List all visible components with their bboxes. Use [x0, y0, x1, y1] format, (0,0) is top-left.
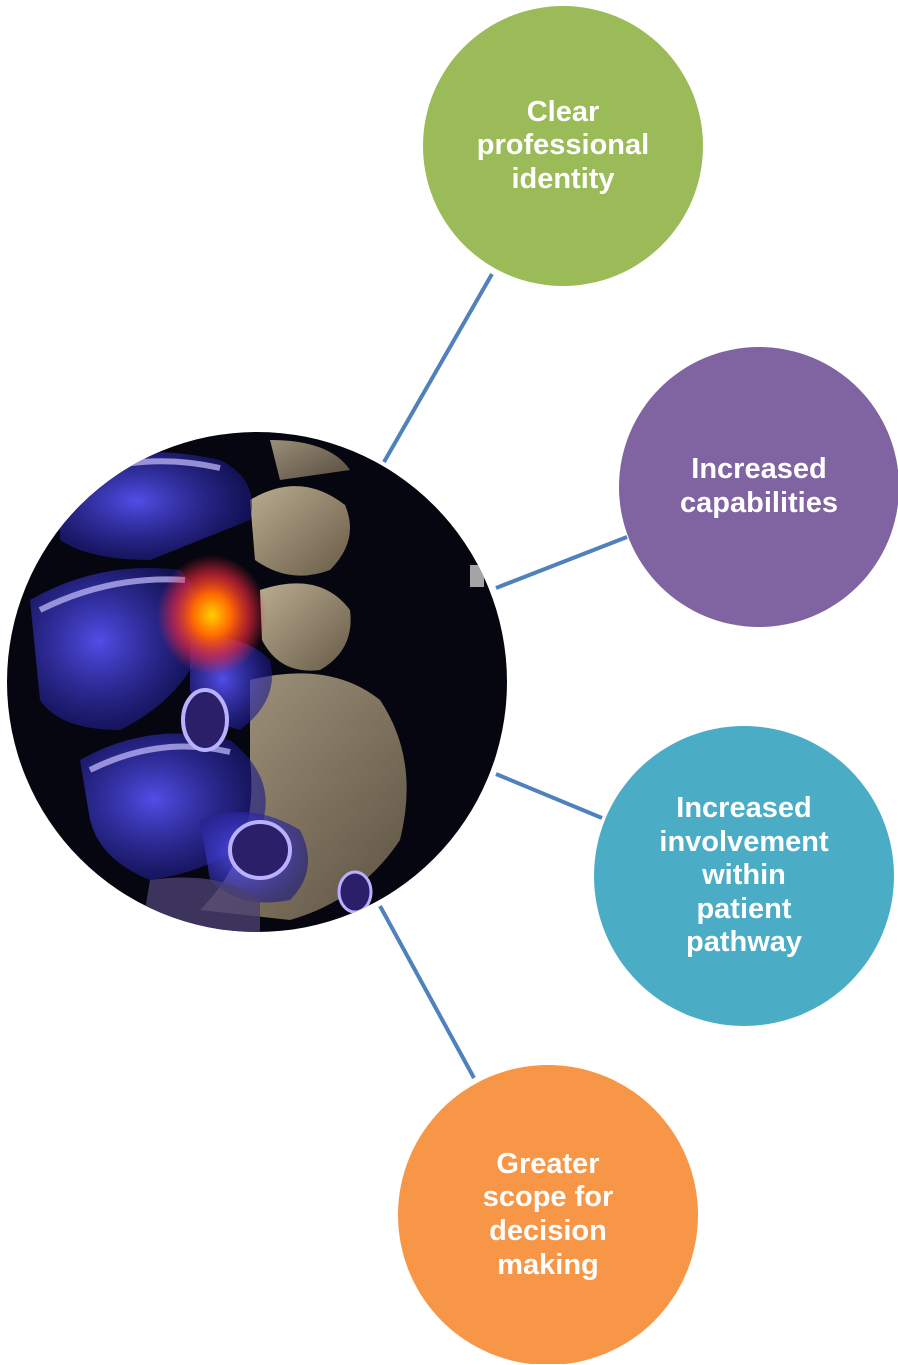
node-involvement-line-1: Increased: [659, 792, 828, 826]
node-decision-line-3: decision: [483, 1215, 614, 1249]
node-decision-line-1: Greater: [483, 1148, 614, 1182]
node-involvement-line-2: involvement: [659, 826, 828, 860]
spine-scan-image: [0, 430, 520, 940]
node-decision-line-2: scope for: [483, 1181, 614, 1215]
connector-capabilities: [496, 537, 627, 588]
node-identity-line-3: identity: [477, 163, 649, 197]
connector-decision: [380, 906, 474, 1078]
node-involvement-line-4: patient: [659, 893, 828, 927]
node-capabilities-line-1: Increased: [680, 453, 838, 487]
node-identity-label: Clear professional identity: [423, 6, 703, 286]
node-decision-line-4: making: [483, 1249, 614, 1283]
node-involvement-line-5: pathway: [659, 926, 828, 960]
connector-involvement: [496, 774, 602, 818]
node-capabilities-line-2: capabilities: [680, 487, 838, 521]
node-decision-label: Greater scope for decision making: [398, 1065, 698, 1365]
node-identity-line-1: Clear: [477, 96, 649, 130]
node-capabilities-label: Increased capabilities: [619, 347, 898, 627]
node-involvement-line-3: within: [659, 859, 828, 893]
node-identity-line-2: professional: [477, 129, 649, 163]
connector-identity: [384, 274, 492, 462]
node-involvement-label: Increased involvement within patient pat…: [594, 726, 894, 1026]
